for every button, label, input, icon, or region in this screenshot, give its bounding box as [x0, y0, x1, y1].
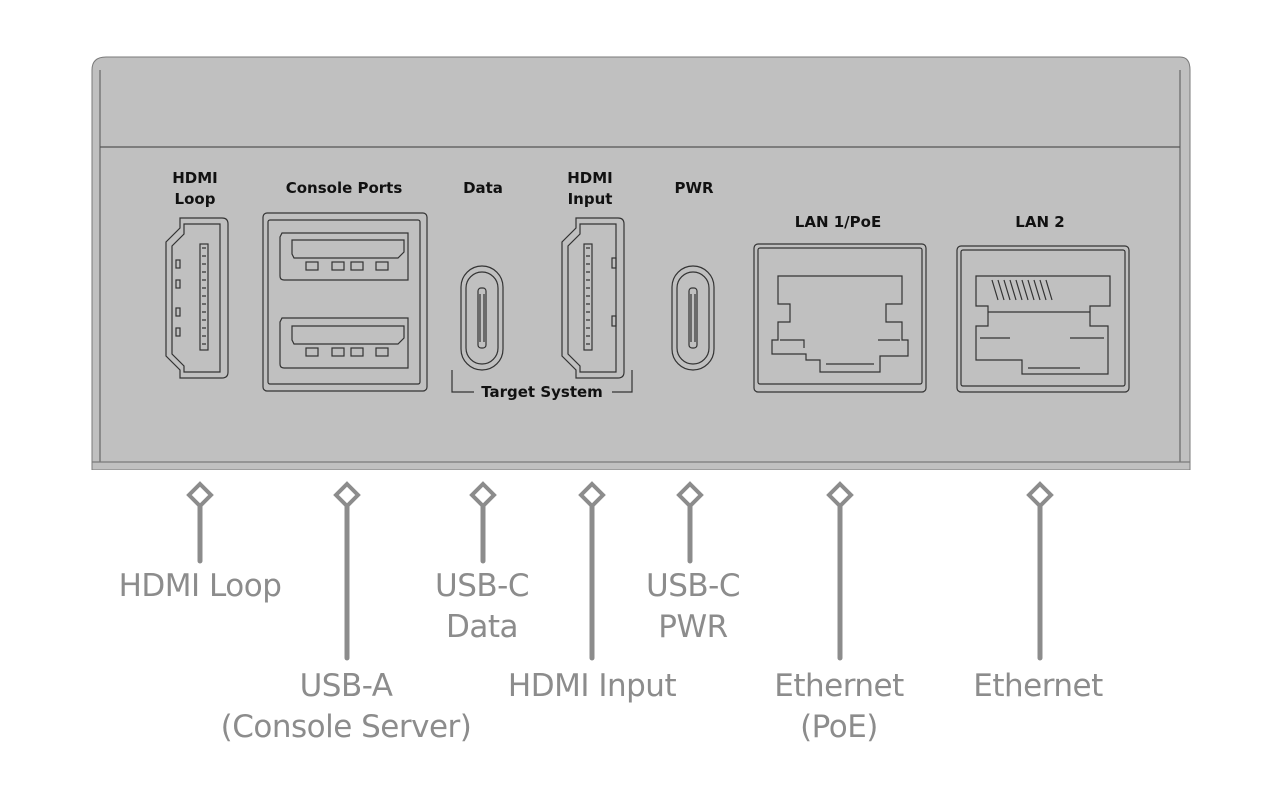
- port-label-console-ports: Console Ports: [285, 179, 403, 197]
- usb-c-pwr-port: [671, 265, 715, 371]
- callout-marker-hdmi-input: [578, 481, 606, 661]
- callout-label-hdmi-loop: HDMI Loop: [118, 568, 282, 604]
- callout-label-usb-a: USB-A (Console Server): [220, 668, 472, 745]
- port-label-hdmi-loop: HDMI Loop: [172, 169, 218, 208]
- device-outline: [91, 56, 1191, 470]
- callout-marker-pwr: [676, 481, 704, 564]
- callout-marker-lan1: [826, 481, 854, 661]
- callout-marker-hdmi-loop: [186, 481, 214, 564]
- callout-marker-console-ports: [333, 481, 361, 661]
- callout-marker-data: [469, 481, 497, 564]
- device-body: [91, 56, 1191, 470]
- callout-label-ethernet-poe: Ethernet (PoE): [774, 668, 904, 745]
- callout-label-usb-c-pwr: USB-C PWR: [646, 568, 740, 645]
- callout-label-usb-c-data: USB-C Data: [435, 568, 529, 645]
- usb-c-data-port: [460, 265, 504, 371]
- lan2-port: [956, 245, 1130, 393]
- hdmi-loop-port: [165, 217, 229, 379]
- device-rear-panel: HDMI Loop Console Ports Data HDMI Input …: [91, 56, 1191, 470]
- port-label-hdmi-input: HDMI Input: [567, 169, 613, 208]
- callout-marker-lan2: [1026, 481, 1054, 661]
- console-ports-usb-a: [262, 212, 428, 392]
- lan1-poe-port: [753, 243, 927, 393]
- group-label-target-system: Target System: [475, 382, 609, 402]
- port-label-lan1: LAN 1/PoE: [794, 213, 882, 231]
- callout-label-ethernet: Ethernet: [973, 668, 1103, 704]
- port-label-lan2: LAN 2: [1015, 213, 1065, 231]
- hdmi-input-port: [561, 217, 625, 379]
- port-label-data: Data: [463, 179, 503, 197]
- target-system-bracket: [451, 370, 633, 393]
- port-label-pwr: PWR: [674, 179, 714, 197]
- callout-label-hdmi-input: HDMI Input: [507, 668, 677, 704]
